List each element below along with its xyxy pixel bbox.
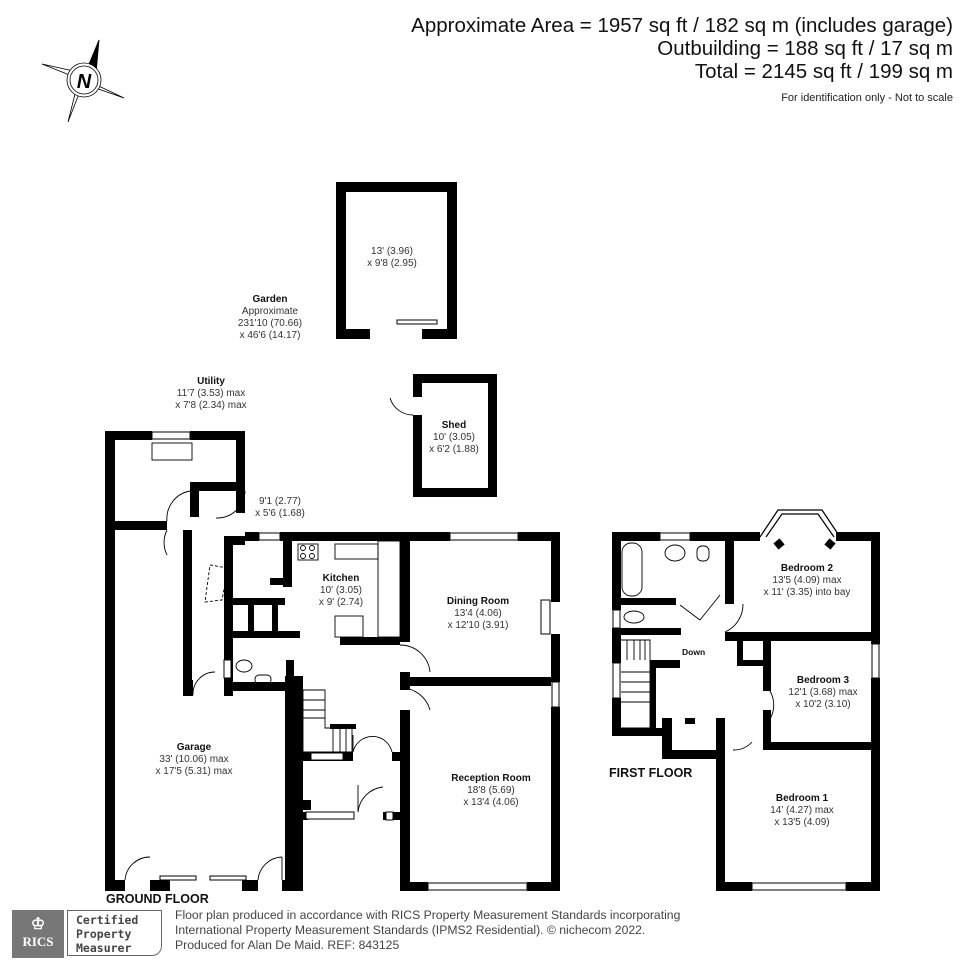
bedroom-2-dim2: x 11' (3.35) into bay <box>763 587 851 598</box>
door-swings <box>124 397 775 881</box>
area-summary: Approximate Area = 1957 sq ft / 182 sq m… <box>411 14 953 104</box>
garage-name: Garage <box>176 742 212 753</box>
hall-store-dim2: x 5'6 (1.68) <box>255 508 305 519</box>
cert-line-3: Measurer <box>76 941 132 955</box>
dining-room-name: Dining Room <box>446 596 510 607</box>
reception-room-label: Reception Room 18'8 (5.69) x 13'4 (4.06) <box>451 773 530 809</box>
garden-name: Garden <box>252 294 288 305</box>
certified-property-measurer-badge: Certified Property Measurer <box>67 910 162 956</box>
kitchen-label: Kitchen 10' (3.05) x 9' (2.74) <box>319 573 363 609</box>
outbuilding-label: 13' (3.96) x 9'8 (2.95) <box>367 246 417 270</box>
outbuilding-walls <box>336 182 457 339</box>
bedroom-2-label: Bedroom 2 13'5 (4.09) max x 11' (3.35) i… <box>764 563 851 599</box>
bedroom-1-dim2: x 13'5 (4.09) <box>774 817 830 828</box>
windows <box>151 319 880 891</box>
reception-room-dim1: 18'8 (5.69) <box>467 785 515 796</box>
utility-dim1: 11'7 (3.53) max <box>176 388 246 399</box>
first-floor-walls <box>612 532 880 891</box>
bedroom-3-dim1: 12'1 (3.68) max <box>788 687 858 698</box>
stairs-down-label: Down <box>682 647 706 657</box>
svg-text:N: N <box>77 71 92 93</box>
utility-label: Utility 11'7 (3.53) max x 7'8 (2.34) max <box>175 376 246 412</box>
garden-dim1: 231'10 (70.66) <box>237 318 303 329</box>
total-area-line: Approximate Area = 1957 sq ft / 182 sq m… <box>411 14 953 37</box>
outbuilding-area-line: Outbuilding = 188 sq ft / 17 sq m <box>657 37 953 60</box>
bedroom-1-dim1: 14' (4.27) max <box>770 805 834 816</box>
scale-note: For identification only - Not to scale <box>781 92 953 104</box>
bedroom-1-name: Bedroom 1 <box>775 793 829 804</box>
shed-dim1: 10' (3.05) <box>433 432 475 443</box>
reception-room-dim2: x 13'4 (4.06) <box>463 797 519 808</box>
shed-dim2: x 6'2 (1.88) <box>429 444 479 455</box>
outbuilding-dim2: x 9'8 (2.95) <box>367 258 417 269</box>
dining-room-label: Dining Room 13'4 (4.06) x 12'10 (3.91) <box>447 596 509 632</box>
garden-dim2: x 46'6 (14.17) <box>239 330 301 341</box>
bedroom-2-dim1: 13'5 (4.09) max <box>772 575 842 586</box>
footer-line-3: Produced for Alan De Maid. REF: 843125 <box>175 938 400 952</box>
ground-floor-walls <box>105 431 560 891</box>
compass-north-icon: N <box>41 39 125 123</box>
outbuilding-dim1: 13' (3.96) <box>371 246 413 257</box>
shed-walls <box>413 374 497 497</box>
dining-room-dim1: 13'4 (4.06) <box>454 608 502 619</box>
kitchen-dim2: x 9' (2.74) <box>318 597 364 608</box>
rics-badge-text: RICS <box>22 934 54 949</box>
kitchen-name: Kitchen <box>322 573 360 584</box>
garage-dim2: x 17'5 (5.31) max <box>155 766 233 777</box>
shed-name: Shed <box>441 420 467 431</box>
reception-room-name: Reception Room <box>451 773 531 784</box>
garage-dim1: 33' (10.06) max <box>159 754 229 765</box>
garden-approx: Approximate <box>241 306 299 317</box>
footer-line-2: International Property Measurement Stand… <box>175 923 646 937</box>
fixtures <box>151 442 710 753</box>
footer-disclaimer: Floor plan produced in accordance with R… <box>175 908 680 953</box>
cert-line-1: Certified <box>76 913 139 927</box>
hall-store-dim1: 9'1 (2.77) <box>259 496 301 507</box>
bedroom-2-name: Bedroom 2 <box>780 563 834 574</box>
rics-lion-icon: ♔ <box>30 916 46 933</box>
bedroom-3-name: Bedroom 3 <box>796 675 850 686</box>
rics-logo: ♔ RICS <box>12 910 64 958</box>
utility-dim2: x 7'8 (2.34) max <box>175 400 247 411</box>
first-floor-title: FIRST FLOOR <box>609 766 693 780</box>
cert-line-2: Property <box>76 927 132 941</box>
bay-window <box>759 509 841 538</box>
utility-name: Utility <box>197 376 225 387</box>
garden-label: Garden Approximate 231'10 (70.66) x 46'6… <box>238 294 302 342</box>
grand-total-line: Total = 2145 sq ft / 199 sq m <box>694 60 953 83</box>
bedroom-3-label: Bedroom 3 12'1 (3.68) max x 10'2 (3.10) <box>788 675 857 711</box>
bedroom-3-dim2: x 10'2 (3.10) <box>795 699 851 710</box>
kitchen-dim1: 10' (3.05) <box>320 585 362 596</box>
bedroom-1-label: Bedroom 1 14' (4.27) max x 13'5 (4.09) <box>770 793 834 829</box>
footer-line-1: Floor plan produced in accordance with R… <box>175 908 681 922</box>
hall-store-label: 9'1 (2.77) x 5'6 (1.68) <box>255 496 305 520</box>
shed-label: Shed 10' (3.05) x 6'2 (1.88) <box>429 420 479 456</box>
ground-floor-title: GROUND FLOOR <box>106 892 209 906</box>
dining-room-dim2: x 12'10 (3.91) <box>447 620 509 631</box>
garage-label: Garage 33' (10.06) max x 17'5 (5.31) max <box>156 742 233 778</box>
